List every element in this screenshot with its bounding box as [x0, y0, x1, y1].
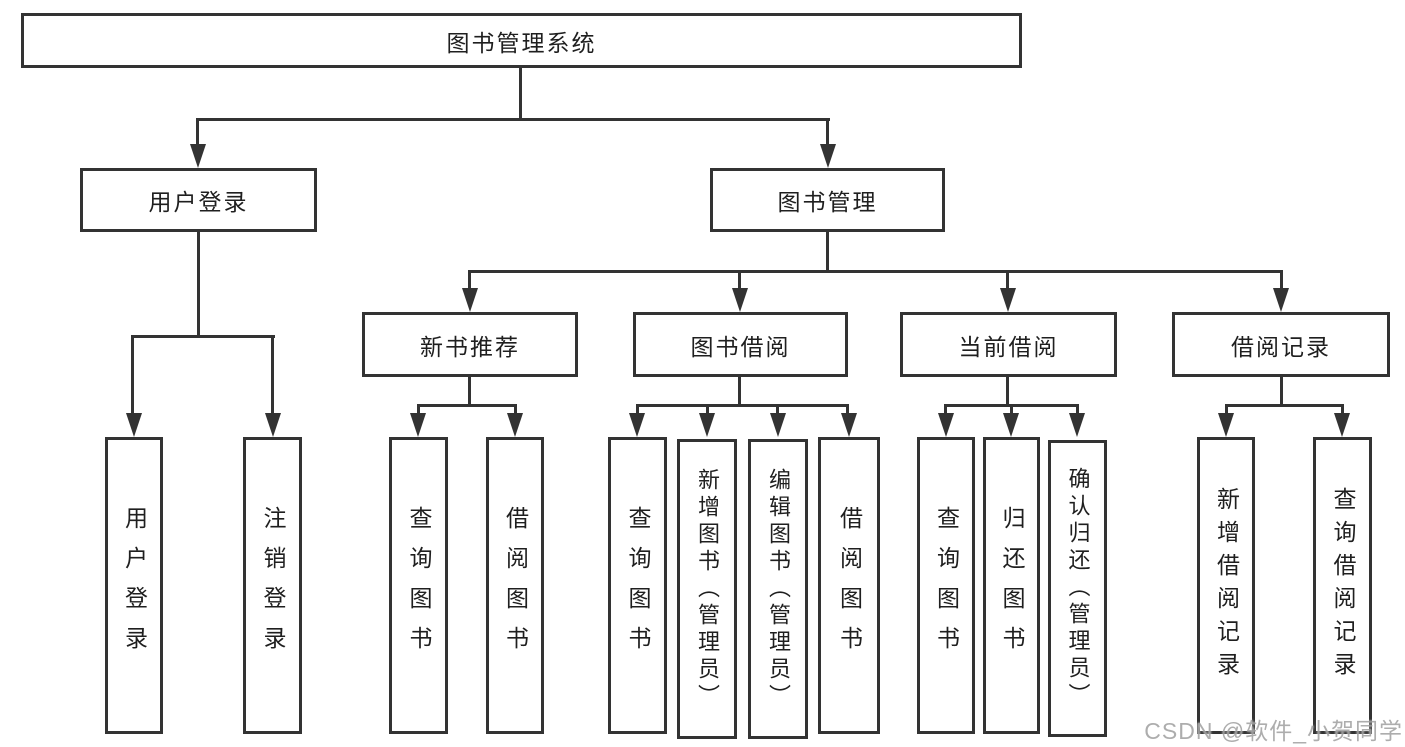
connector-line: [636, 404, 849, 407]
connector-line: [1006, 270, 1009, 290]
node-user-login: 用户登录: [80, 168, 317, 232]
leaf-current-query-books: 查询图书: [917, 437, 975, 734]
node-borrow-records: 借阅记录: [1172, 312, 1390, 377]
arrowhead-down-icon: [699, 413, 715, 437]
leaf-user-login: 用户登录: [105, 437, 163, 734]
arrowhead-down-icon: [190, 144, 206, 168]
connector-line: [131, 335, 275, 338]
connector-line: [1341, 404, 1344, 416]
node-current-borrow: 当前借阅: [900, 312, 1117, 377]
connector-line: [468, 377, 471, 406]
connector-line: [776, 404, 779, 416]
connector-line: [706, 404, 709, 416]
node-root: 图书管理系统: [21, 13, 1022, 68]
arrowhead-down-icon: [1334, 413, 1350, 437]
connector-line: [1225, 404, 1344, 407]
connector-line: [514, 404, 517, 416]
arrowhead-down-icon: [820, 144, 836, 168]
arrowhead-down-icon: [938, 413, 954, 437]
arrowhead-down-icon: [1273, 288, 1289, 312]
arrowhead-down-icon: [732, 288, 748, 312]
connector-line: [1280, 377, 1283, 406]
connector-line: [636, 404, 639, 416]
connector-line: [131, 335, 134, 415]
leaf-borrow-edit-books-admin: 编辑图书（管理员）: [748, 439, 808, 739]
connector-line: [196, 118, 830, 121]
connector-line: [1076, 404, 1079, 416]
arrowhead-down-icon: [770, 413, 786, 437]
connector-line: [826, 232, 829, 272]
arrowhead-down-icon: [462, 288, 478, 312]
connector-line: [271, 335, 274, 415]
leaf-borrow-query-books: 查询图书: [608, 437, 667, 734]
arrowhead-down-icon: [629, 413, 645, 437]
connector-line: [519, 68, 522, 120]
arrowhead-down-icon: [410, 413, 426, 437]
connector-line: [826, 118, 829, 146]
leaf-borrow-add-books-admin: 新增图书（管理员）: [677, 439, 737, 739]
leaf-records-query-record: 查询借阅记录: [1313, 437, 1372, 734]
connector-line: [468, 270, 1283, 273]
connector-line: [197, 232, 200, 337]
connector-line: [417, 404, 420, 416]
connector-line: [1010, 404, 1013, 416]
connector-line: [468, 270, 471, 290]
arrowhead-down-icon: [1000, 288, 1016, 312]
arrowhead-down-icon: [1218, 413, 1234, 437]
connector-line: [944, 404, 947, 416]
arrowhead-down-icon: [841, 413, 857, 437]
connector-line: [738, 377, 741, 406]
leaf-user-logout: 注销登录: [243, 437, 302, 734]
csdn-watermark: CSDN @软件_小贺同学: [1144, 718, 1403, 744]
connector-line: [196, 118, 199, 146]
leaf-recommend-query-books: 查询图书: [389, 437, 448, 734]
node-new-book-recommend: 新书推荐: [362, 312, 578, 377]
connector-line: [1006, 377, 1009, 406]
arrowhead-down-icon: [507, 413, 523, 437]
leaf-borrow-borrow-books: 借阅图书: [818, 437, 880, 734]
leaf-records-add-record: 新增借阅记录: [1197, 437, 1255, 734]
connector-line: [417, 404, 517, 407]
arrowhead-down-icon: [265, 413, 281, 437]
arrowhead-down-icon: [1069, 413, 1085, 437]
connector-line: [738, 270, 741, 290]
leaf-recommend-borrow-books: 借阅图书: [486, 437, 544, 734]
node-book-management: 图书管理: [710, 168, 945, 232]
arrowhead-down-icon: [1003, 413, 1019, 437]
leaf-current-confirm-return-admin: 确认归还（管理员）: [1048, 440, 1107, 737]
arrowhead-down-icon: [126, 413, 142, 437]
connector-line: [1280, 270, 1283, 290]
leaf-current-return-books: 归还图书: [983, 437, 1040, 734]
connector-line: [846, 404, 849, 416]
node-book-borrow: 图书借阅: [633, 312, 848, 377]
connector-line: [1225, 404, 1228, 416]
